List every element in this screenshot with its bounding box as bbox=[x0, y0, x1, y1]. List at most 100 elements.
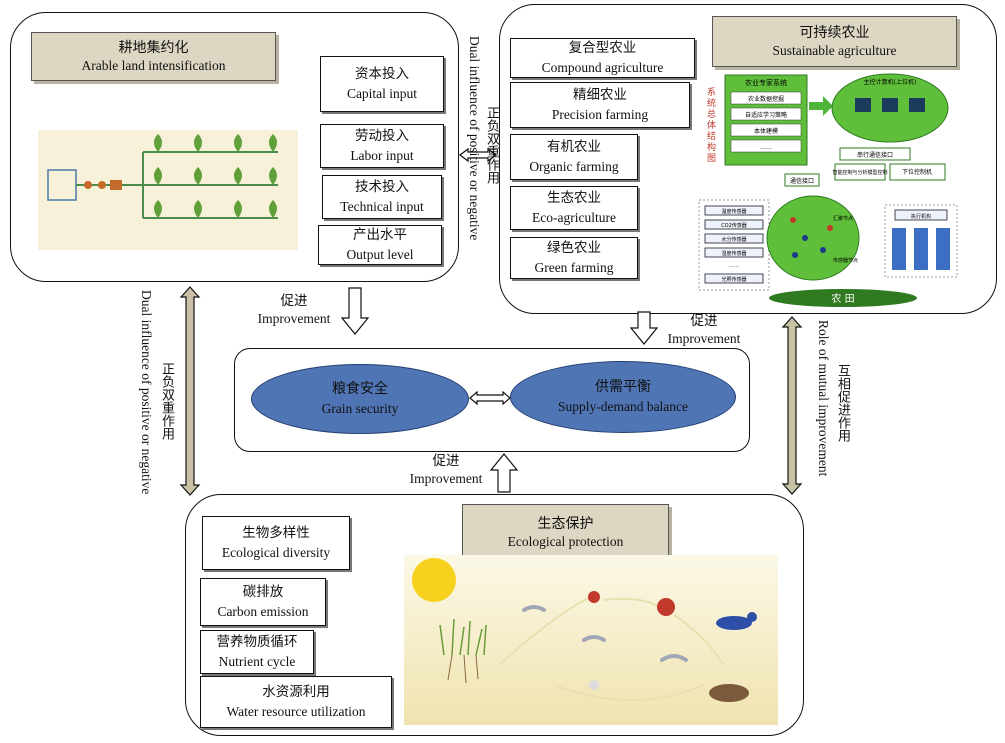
nutrient-en: Nutrient cycle bbox=[218, 654, 296, 669]
mole-icon bbox=[709, 684, 749, 702]
worm-icon bbox=[522, 605, 546, 612]
improve-right-zh: 促进 bbox=[690, 313, 718, 328]
arable-title-zh: 耕地集约化 bbox=[118, 39, 189, 56]
green-farming-box: 绿色农业 Green farming bbox=[510, 237, 638, 279]
arable-land-title: 耕地集约化 Arable land intensification bbox=[31, 32, 276, 81]
expert-item-0: 农业数据挖掘 bbox=[748, 95, 784, 103]
sustainable-title: 可持续农业 Sustainable agriculture bbox=[712, 16, 957, 67]
sensor-1: CO2传感器 bbox=[721, 222, 747, 229]
green-zh: 绿色农业 bbox=[547, 240, 601, 256]
water-en: Water resource utilization bbox=[226, 704, 366, 719]
expert-item-1: 自适应学习策略 bbox=[745, 111, 787, 119]
dual-influence-left-en: Dual influence of positive or negative bbox=[139, 290, 154, 495]
green-en: Green farming bbox=[534, 260, 614, 275]
improve-label-bottom: 促进 Improvement bbox=[398, 452, 494, 488]
technical-input-zh: 技术投入 bbox=[355, 179, 409, 195]
eco-agriculture-box: 生态农业 Eco-agriculture bbox=[510, 186, 638, 230]
diversity-en: Ecological diversity bbox=[221, 545, 331, 560]
spider-icon bbox=[657, 598, 675, 616]
precision-en: Precision farming bbox=[551, 107, 649, 122]
capital-input-box: 资本投入 Capital input bbox=[320, 56, 444, 112]
irrigation-illustration bbox=[38, 130, 298, 250]
node-a-label: 汇聚节点 bbox=[833, 215, 853, 222]
compound-en: Compound agriculture bbox=[541, 60, 664, 75]
dual-influence-top-en: Dual influence of positive or negative bbox=[467, 36, 482, 241]
sensor-3: 湿度传感器 bbox=[721, 250, 746, 257]
capital-input-zh: 资本投入 bbox=[355, 66, 409, 82]
nutrient-cycle-box: 营养物质循环 Nutrient cycle bbox=[200, 630, 314, 674]
sun-icon bbox=[412, 558, 456, 602]
organic-en: Organic farming bbox=[529, 159, 619, 174]
sustainable-title-zh: 可持续农业 bbox=[799, 24, 870, 41]
improve-left-zh: 促进 bbox=[280, 293, 308, 308]
grain-security-en: Grain security bbox=[321, 401, 399, 416]
labor-input-zh: 劳动投入 bbox=[355, 128, 409, 144]
improve-arrow-bottom bbox=[489, 453, 519, 493]
sustainable-title-en: Sustainable agriculture bbox=[772, 42, 897, 58]
eco-en: Eco-agriculture bbox=[532, 210, 616, 225]
ecological-diversity-box: 生物多样性 Ecological diversity bbox=[202, 516, 350, 570]
computer-label: 主控计算机(上位机) bbox=[864, 78, 917, 86]
dual-influence-top-zh: 正负双重作用 bbox=[484, 106, 499, 184]
ecological-title: 生态保护 Ecological protection bbox=[462, 504, 669, 562]
precision-zh: 精细农业 bbox=[573, 87, 627, 103]
mid-ctrl-label: 智能控制与分析模型控制 bbox=[832, 169, 887, 176]
improve-label-right: 促进 Improvement bbox=[656, 312, 752, 348]
center-double-arrow bbox=[469, 390, 511, 406]
improve-right-en: Improvement bbox=[667, 331, 741, 346]
lower-label: 下位控制机 bbox=[902, 168, 932, 176]
compound-agriculture-box: 复合型农业 Compound agriculture bbox=[510, 38, 695, 78]
carbon-emission-box: 碳排放 Carbon emission bbox=[200, 578, 326, 626]
carbon-en: Carbon emission bbox=[217, 604, 309, 619]
labor-input-en: Labor input bbox=[350, 148, 414, 163]
output-level-en: Output level bbox=[346, 247, 414, 262]
carbon-zh: 碳排放 bbox=[242, 584, 284, 600]
improve-bottom-zh: 促进 bbox=[432, 453, 460, 468]
beetle-icon bbox=[588, 591, 600, 603]
exec-label: 执行机构 bbox=[911, 213, 931, 220]
ecological-title-zh: 生态保护 bbox=[537, 516, 594, 532]
eco-zh: 生态农业 bbox=[547, 190, 601, 206]
mutual-improvement-zh: 互相促进作用 bbox=[835, 364, 850, 442]
supply-demand-en: Supply-demand balance bbox=[557, 399, 689, 414]
serial-label: 串行通信接口 bbox=[857, 151, 893, 159]
bird-icon bbox=[716, 612, 757, 630]
technical-input-en: Technical input bbox=[340, 199, 424, 214]
capital-input-en: Capital input bbox=[346, 86, 418, 101]
expert-system-label: 农业专家系统 bbox=[745, 78, 787, 87]
compound-zh: 复合型农业 bbox=[568, 40, 637, 56]
organic-zh: 有机农业 bbox=[547, 139, 601, 155]
system-structure-schematic: 系统总 体结构 图 农业专家系统 农业数据挖掘 自适应学习策略 本体建模 …… … bbox=[698, 73, 958, 307]
top-double-arrow bbox=[459, 147, 497, 163]
dual-influence-left-zh: 正负双重作用 bbox=[159, 362, 174, 440]
diversity-zh: 生物多样性 bbox=[242, 525, 310, 541]
water-resource-box: 水资源利用 Water resource utilization bbox=[200, 676, 392, 728]
supply-demand-ellipse: 供需平衡 Supply-demand balance bbox=[510, 361, 736, 433]
ecology-illustration bbox=[404, 555, 778, 725]
grain-security-zh: 粮食安全 bbox=[332, 381, 388, 397]
nutrient-zh: 营养物质循环 bbox=[216, 634, 298, 650]
improve-left-en: Improvement bbox=[257, 311, 331, 326]
sensor-4: …… bbox=[729, 263, 739, 269]
technical-input-box: 技术投入 Technical input bbox=[322, 175, 442, 219]
output-level-zh: 产出水平 bbox=[353, 227, 407, 243]
node-b-label: 传感器节点 bbox=[833, 257, 858, 264]
water-zh: 水资源利用 bbox=[262, 684, 330, 700]
organic-farming-box: 有机农业 Organic farming bbox=[510, 134, 638, 180]
right-vertical-arrow bbox=[781, 316, 803, 495]
mutual-improvement-en: Role of mutual improvement bbox=[816, 320, 831, 477]
improve-bottom-en: Improvement bbox=[409, 471, 483, 486]
precision-farming-box: 精细农业 Precision farming bbox=[510, 82, 690, 128]
grain-security-ellipse: 粮食安全 Grain security bbox=[251, 364, 469, 434]
improve-arrow-left bbox=[340, 287, 370, 335]
labor-input-box: 劳动投入 Labor input bbox=[320, 124, 444, 168]
comm-label: 通信接口 bbox=[790, 177, 814, 185]
field-label: 农 田 bbox=[831, 292, 854, 305]
schematic-vertical-title: 系统总 体结构 图 bbox=[707, 87, 719, 164]
arable-title-en: Arable land intensification bbox=[81, 57, 226, 73]
sensor-5: 光照传感器 bbox=[721, 276, 746, 283]
supply-demand-zh: 供需平衡 bbox=[595, 379, 651, 395]
improve-arrow-right bbox=[629, 311, 659, 345]
expert-item-3: …… bbox=[760, 144, 772, 151]
